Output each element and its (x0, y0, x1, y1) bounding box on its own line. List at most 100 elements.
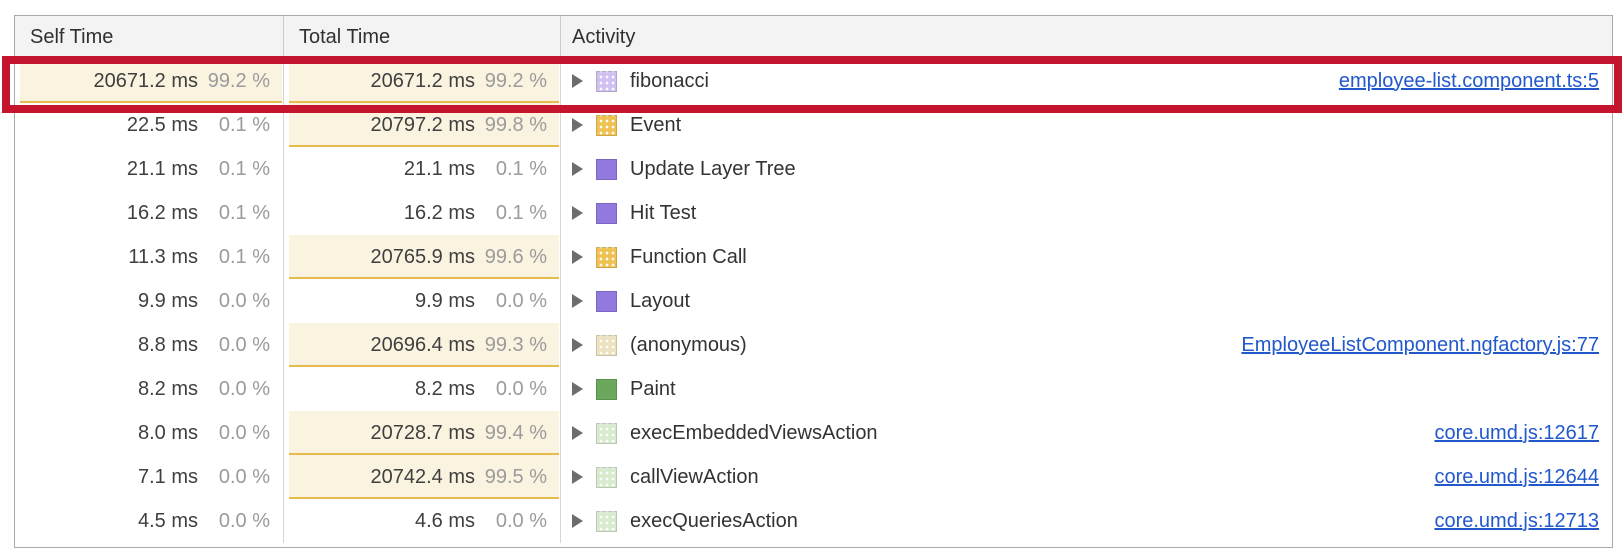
table-header-row: Self Time Total Time Activity (15, 16, 1612, 59)
total-time-value: 20728.7 ms (370, 421, 475, 444)
table-row[interactable]: 22.5 ms 0.1 % 20797.2 ms 99.8 % Event (15, 103, 1612, 147)
expand-triangle-icon[interactable] (572, 294, 583, 308)
activity-label: Event (630, 113, 682, 136)
column-header-total-time[interactable]: Total Time (284, 16, 561, 58)
table-row[interactable]: 20671.2 ms 99.2 % 20671.2 ms 99.2 % fibo… (15, 59, 1612, 103)
expand-triangle-icon[interactable] (572, 74, 583, 88)
self-time-percent: 0.0 % (218, 465, 270, 488)
activity-label: execQueriesAction (630, 509, 798, 532)
self-time-cell: 21.1 ms 0.1 % (15, 147, 284, 191)
total-time-cell: 20742.4 ms 99.5 % (284, 455, 561, 499)
total-time-percent: 0.1 % (495, 157, 547, 180)
self-time-cell: 16.2 ms 0.1 % (15, 191, 284, 235)
self-time-value: 22.5 ms (126, 113, 198, 136)
self-time-value: 11.3 ms (128, 245, 198, 268)
self-time-cell: 8.0 ms 0.0 % (15, 411, 284, 455)
self-time-value: 8.8 ms (137, 333, 198, 356)
self-time-percent: 0.1 % (218, 113, 270, 136)
source-location-link[interactable]: EmployeeListComponent.ngfactory.js:77 (1241, 333, 1599, 356)
table-row[interactable]: 9.9 ms 0.0 % 9.9 ms 0.0 % Layout (15, 279, 1612, 323)
source-location-link[interactable]: employee-list.component.ts:5 (1338, 69, 1599, 92)
total-time-highlight-bar (289, 455, 559, 499)
expand-triangle-icon[interactable] (572, 118, 583, 132)
table-row[interactable]: 11.3 ms 0.1 % 20765.9 ms 99.6 % Function… (15, 235, 1612, 279)
self-time-percent: 0.1 % (218, 157, 270, 180)
expand-triangle-icon[interactable] (572, 426, 583, 440)
self-time-highlight-bar (20, 59, 282, 103)
activity-cell: fibonacci employee-list.component.ts:5 (561, 59, 1612, 103)
scripting-swatch-icon (596, 246, 617, 268)
total-time-value: 9.9 ms (414, 289, 475, 312)
total-time-value: 8.2 ms (414, 377, 475, 400)
self-time-cell: 9.9 ms 0.0 % (15, 279, 284, 323)
self-time-percent: 0.0 % (218, 289, 270, 312)
activity-cell: Layout (561, 279, 1612, 323)
expand-triangle-icon[interactable] (572, 470, 583, 484)
scripting-swatch-icon (596, 422, 617, 444)
column-header-self-time[interactable]: Self Time (15, 16, 284, 58)
total-time-highlight-bar (289, 411, 559, 455)
rendering-swatch-icon (596, 290, 617, 312)
source-location-link[interactable]: core.umd.js:12644 (1434, 465, 1599, 488)
self-time-cell: 8.2 ms 0.0 % (15, 367, 284, 411)
expand-triangle-icon[interactable] (572, 382, 583, 396)
self-time-cell: 22.5 ms 0.1 % (15, 103, 284, 147)
self-time-cell: 7.1 ms 0.0 % (15, 455, 284, 499)
scripting-swatch-icon (596, 70, 617, 92)
self-time-value: 16.2 ms (126, 201, 198, 224)
rendering-swatch-icon (596, 202, 617, 224)
scripting-swatch-icon (596, 334, 617, 356)
source-location-link[interactable]: core.umd.js:12617 (1434, 421, 1599, 444)
table-row[interactable]: 8.0 ms 0.0 % 20728.7 ms 99.4 % execEmbed… (15, 411, 1612, 455)
activity-label: Function Call (630, 245, 747, 268)
total-time-cell: 4.6 ms 0.0 % (284, 499, 561, 543)
table-row[interactable]: 16.2 ms 0.1 % 16.2 ms 0.1 % Hit Test (15, 191, 1612, 235)
total-time-value: 20765.9 ms (370, 245, 475, 268)
column-header-activity[interactable]: Activity (572, 25, 636, 48)
total-time-percent: 99.2 % (484, 69, 547, 92)
expand-triangle-icon[interactable] (572, 206, 583, 220)
table-row[interactable]: 8.2 ms 0.0 % 8.2 ms 0.0 % Paint (15, 367, 1612, 411)
total-time-highlight-bar (289, 59, 559, 103)
activity-label: Update Layer Tree (630, 157, 796, 180)
expand-triangle-icon[interactable] (572, 250, 583, 264)
expand-triangle-icon[interactable] (572, 514, 583, 528)
total-time-percent: 99.5 % (484, 465, 547, 488)
table-body: 20671.2 ms 99.2 % 20671.2 ms 99.2 % fibo… (15, 59, 1612, 543)
total-time-percent: 0.1 % (495, 201, 547, 224)
event-swatch-icon (596, 114, 617, 136)
activity-label: callViewAction (630, 465, 759, 488)
activity-cell: Hit Test (561, 191, 1612, 235)
activity-label: execEmbeddedViewsAction (630, 421, 878, 444)
table-row[interactable]: 8.8 ms 0.0 % 20696.4 ms 99.3 % (anonymou… (15, 323, 1612, 367)
self-time-cell: 8.8 ms 0.0 % (15, 323, 284, 367)
bottom-up-table: Self Time Total Time Activity 20671.2 ms… (14, 15, 1613, 548)
table-row[interactable]: 21.1 ms 0.1 % 21.1 ms 0.1 % Update Layer… (15, 147, 1612, 191)
activity-cell: Event (561, 103, 1612, 147)
activity-cell: (anonymous) EmployeeListComponent.ngfact… (561, 323, 1612, 367)
total-time-percent: 99.6 % (484, 245, 547, 268)
activity-cell: Paint (561, 367, 1612, 411)
table-row[interactable]: 7.1 ms 0.0 % 20742.4 ms 99.5 % callViewA… (15, 455, 1612, 499)
total-time-percent: 99.3 % (484, 333, 547, 356)
total-time-percent: 99.8 % (484, 113, 547, 136)
total-time-cell: 21.1 ms 0.1 % (284, 147, 561, 191)
self-time-value: 8.2 ms (137, 377, 198, 400)
self-time-percent: 0.0 % (218, 333, 270, 356)
expand-triangle-icon[interactable] (572, 162, 583, 176)
activity-cell: execEmbeddedViewsAction core.umd.js:1261… (561, 411, 1612, 455)
self-time-cell: 20671.2 ms 99.2 % (15, 59, 284, 103)
total-time-value: 20797.2 ms (370, 113, 475, 136)
table-row[interactable]: 4.5 ms 0.0 % 4.6 ms 0.0 % execQueriesAct… (15, 499, 1612, 543)
self-time-percent: 0.1 % (218, 245, 270, 268)
activity-cell: execQueriesAction core.umd.js:12713 (561, 499, 1612, 543)
source-location-link[interactable]: core.umd.js:12713 (1434, 509, 1599, 532)
activity-cell: Update Layer Tree (561, 147, 1612, 191)
activity-cell: callViewAction core.umd.js:12644 (561, 455, 1612, 499)
total-time-value: 20671.2 ms (370, 69, 475, 92)
self-time-percent: 99.2 % (207, 69, 270, 92)
expand-triangle-icon[interactable] (572, 338, 583, 352)
self-time-value: 7.1 ms (137, 465, 198, 488)
self-time-value: 8.0 ms (137, 421, 198, 444)
rendering-swatch-icon (596, 158, 617, 180)
